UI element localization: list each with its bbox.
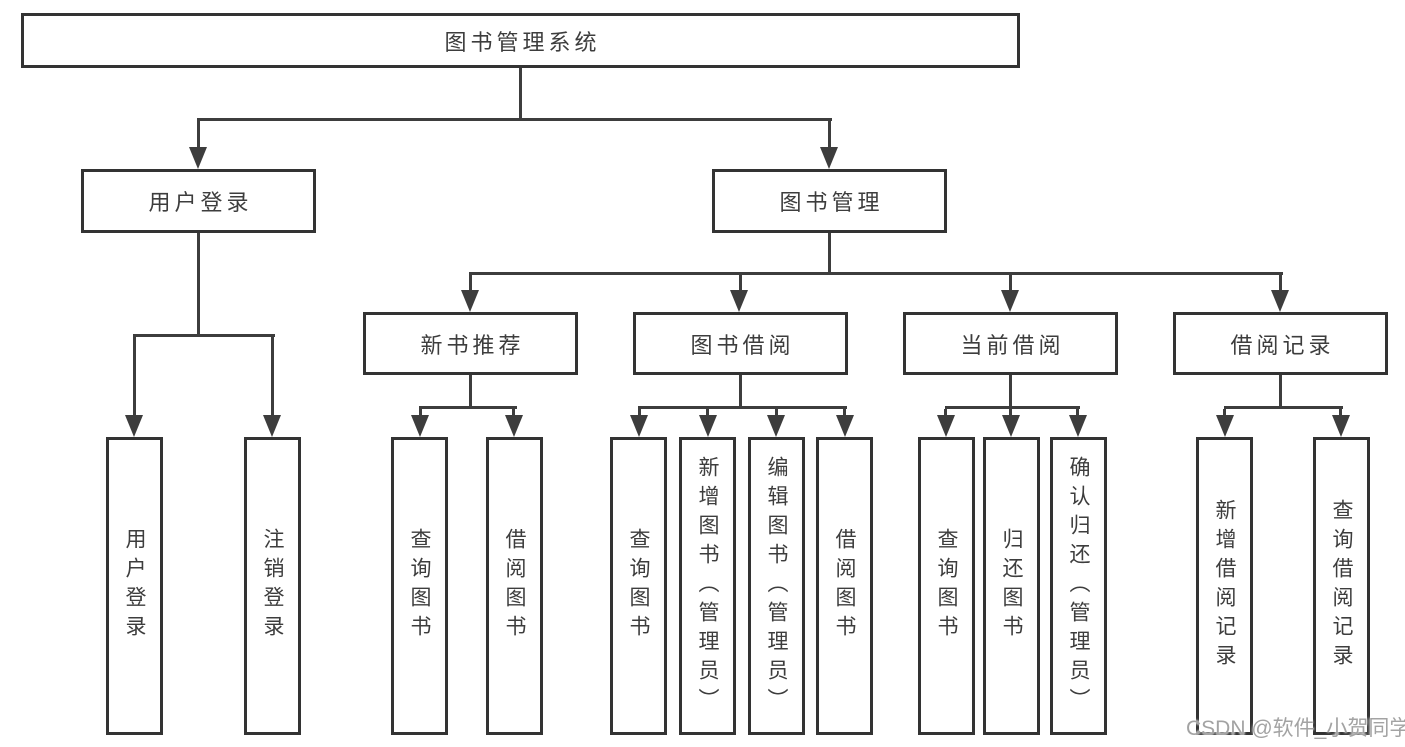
node-leaf-br-query-record: 查询借阅记录 (1313, 437, 1370, 735)
node-new-book-recommend-label: 新书推荐 (420, 332, 525, 358)
node-borrow-records: 借阅记录 (1173, 312, 1388, 375)
arrowhead-down-icon (730, 290, 748, 312)
node-leaf-bb-edit-book-label: 编辑图书（管理员） (765, 455, 789, 717)
arrowhead-down-icon (1216, 415, 1234, 437)
arrowhead-down-icon (125, 415, 143, 437)
arrowhead-down-icon (1002, 415, 1020, 437)
connector-line (828, 121, 831, 149)
node-leaf-bb-edit-book: 编辑图书（管理员） (748, 437, 805, 735)
node-current-borrow: 当前借阅 (903, 312, 1118, 375)
arrowhead-down-icon (1001, 290, 1019, 312)
node-new-book-recommend: 新书推荐 (363, 312, 578, 375)
node-leaf-cb-query-book-label: 查询图书 (935, 528, 959, 644)
connector-line (512, 409, 515, 417)
node-leaf-user-login-label: 用户登录 (123, 528, 147, 644)
connector-line (197, 233, 200, 337)
node-leaf-cb-return-book-label: 归还图书 (1000, 528, 1024, 644)
connector-line (419, 406, 517, 409)
arrowhead-down-icon (937, 415, 955, 437)
connector-line (1224, 406, 1343, 409)
node-root: 图书管理系统 (21, 13, 1020, 68)
node-user-login-label: 用户登录 (148, 190, 253, 215)
node-leaf-cb-confirm-return: 确认归还（管理员） (1050, 437, 1107, 735)
arrowhead-down-icon (630, 415, 648, 437)
node-leaf-bb-borrow-book-label: 借阅图书 (833, 528, 857, 644)
node-book-management: 图书管理 (712, 169, 947, 233)
arrowhead-down-icon (836, 415, 854, 437)
connector-line (1279, 375, 1282, 409)
node-leaf-bb-query-book-label: 查询图书 (627, 528, 651, 644)
connector-line (775, 409, 778, 417)
arrowhead-down-icon (263, 415, 281, 437)
connector-line (739, 375, 742, 409)
node-leaf-cb-return-book: 归还图书 (983, 437, 1040, 735)
arrowhead-down-icon (1271, 290, 1289, 312)
connector-line (1009, 275, 1012, 292)
arrowhead-down-icon (461, 290, 479, 312)
connector-line (944, 409, 947, 417)
node-leaf-nb-borrow-book-label: 借阅图书 (503, 528, 527, 644)
connector-line (419, 409, 422, 417)
node-leaf-br-query-record-label: 查询借阅记录 (1330, 499, 1354, 673)
connector-line (271, 337, 274, 417)
node-leaf-user-login: 用户登录 (106, 437, 163, 735)
connector-line (197, 121, 200, 149)
connector-line (638, 406, 847, 409)
arrowhead-down-icon (767, 415, 785, 437)
csdn-watermark: CSDN @软件_小贺同学 (1186, 717, 1405, 740)
node-leaf-logout-label: 注销登录 (261, 528, 285, 644)
connector-line (197, 118, 832, 121)
connector-line (945, 406, 1080, 409)
node-leaf-cb-confirm-return-label: 确认归还（管理员） (1067, 455, 1091, 717)
node-leaf-bb-query-book: 查询图书 (610, 437, 667, 735)
connector-line (739, 275, 742, 292)
node-leaf-nb-query-book: 查询图书 (391, 437, 448, 735)
node-leaf-bb-add-book: 新增图书（管理员） (679, 437, 736, 735)
node-leaf-bb-borrow-book: 借阅图书 (816, 437, 873, 735)
node-leaf-nb-query-book-label: 查询图书 (408, 528, 432, 644)
node-book-borrow-label: 图书借阅 (690, 332, 795, 358)
connector-line (469, 375, 472, 409)
connector-line (469, 272, 1283, 275)
connector-line (469, 275, 472, 292)
node-current-borrow-label: 当前借阅 (960, 332, 1065, 358)
node-leaf-cb-query-book: 查询图书 (918, 437, 975, 735)
node-leaf-bb-add-book-label: 新增图书（管理员） (696, 455, 720, 717)
node-user-login: 用户登录 (81, 169, 316, 233)
node-root-label: 图书管理系统 (444, 29, 601, 55)
node-leaf-br-add-record: 新增借阅记录 (1196, 437, 1253, 735)
arrowhead-down-icon (1332, 415, 1350, 437)
connector-line (1223, 409, 1226, 417)
arrowhead-down-icon (820, 147, 838, 169)
arrowhead-down-icon (505, 415, 523, 437)
connector-line (1279, 275, 1282, 292)
node-leaf-nb-borrow-book: 借阅图书 (486, 437, 543, 735)
connector-line (828, 233, 831, 275)
connector-line (1009, 375, 1012, 409)
connector-line (638, 409, 641, 417)
connector-line (1009, 409, 1012, 417)
node-book-borrow: 图书借阅 (633, 312, 848, 375)
arrowhead-down-icon (189, 147, 207, 169)
node-leaf-br-add-record-label: 新增借阅记录 (1213, 499, 1237, 673)
connector-line (519, 68, 522, 121)
node-borrow-records-label: 借阅记录 (1230, 332, 1335, 358)
connector-line (1076, 409, 1079, 417)
connector-line (706, 409, 709, 417)
arrowhead-down-icon (411, 415, 429, 437)
connector-line (133, 337, 136, 417)
arrowhead-down-icon (1069, 415, 1087, 437)
arrowhead-down-icon (699, 415, 717, 437)
connector-line (843, 409, 846, 417)
node-book-management-label: 图书管理 (779, 190, 884, 215)
connector-line (133, 334, 275, 337)
connector-line (1339, 409, 1342, 417)
node-leaf-logout: 注销登录 (244, 437, 301, 735)
